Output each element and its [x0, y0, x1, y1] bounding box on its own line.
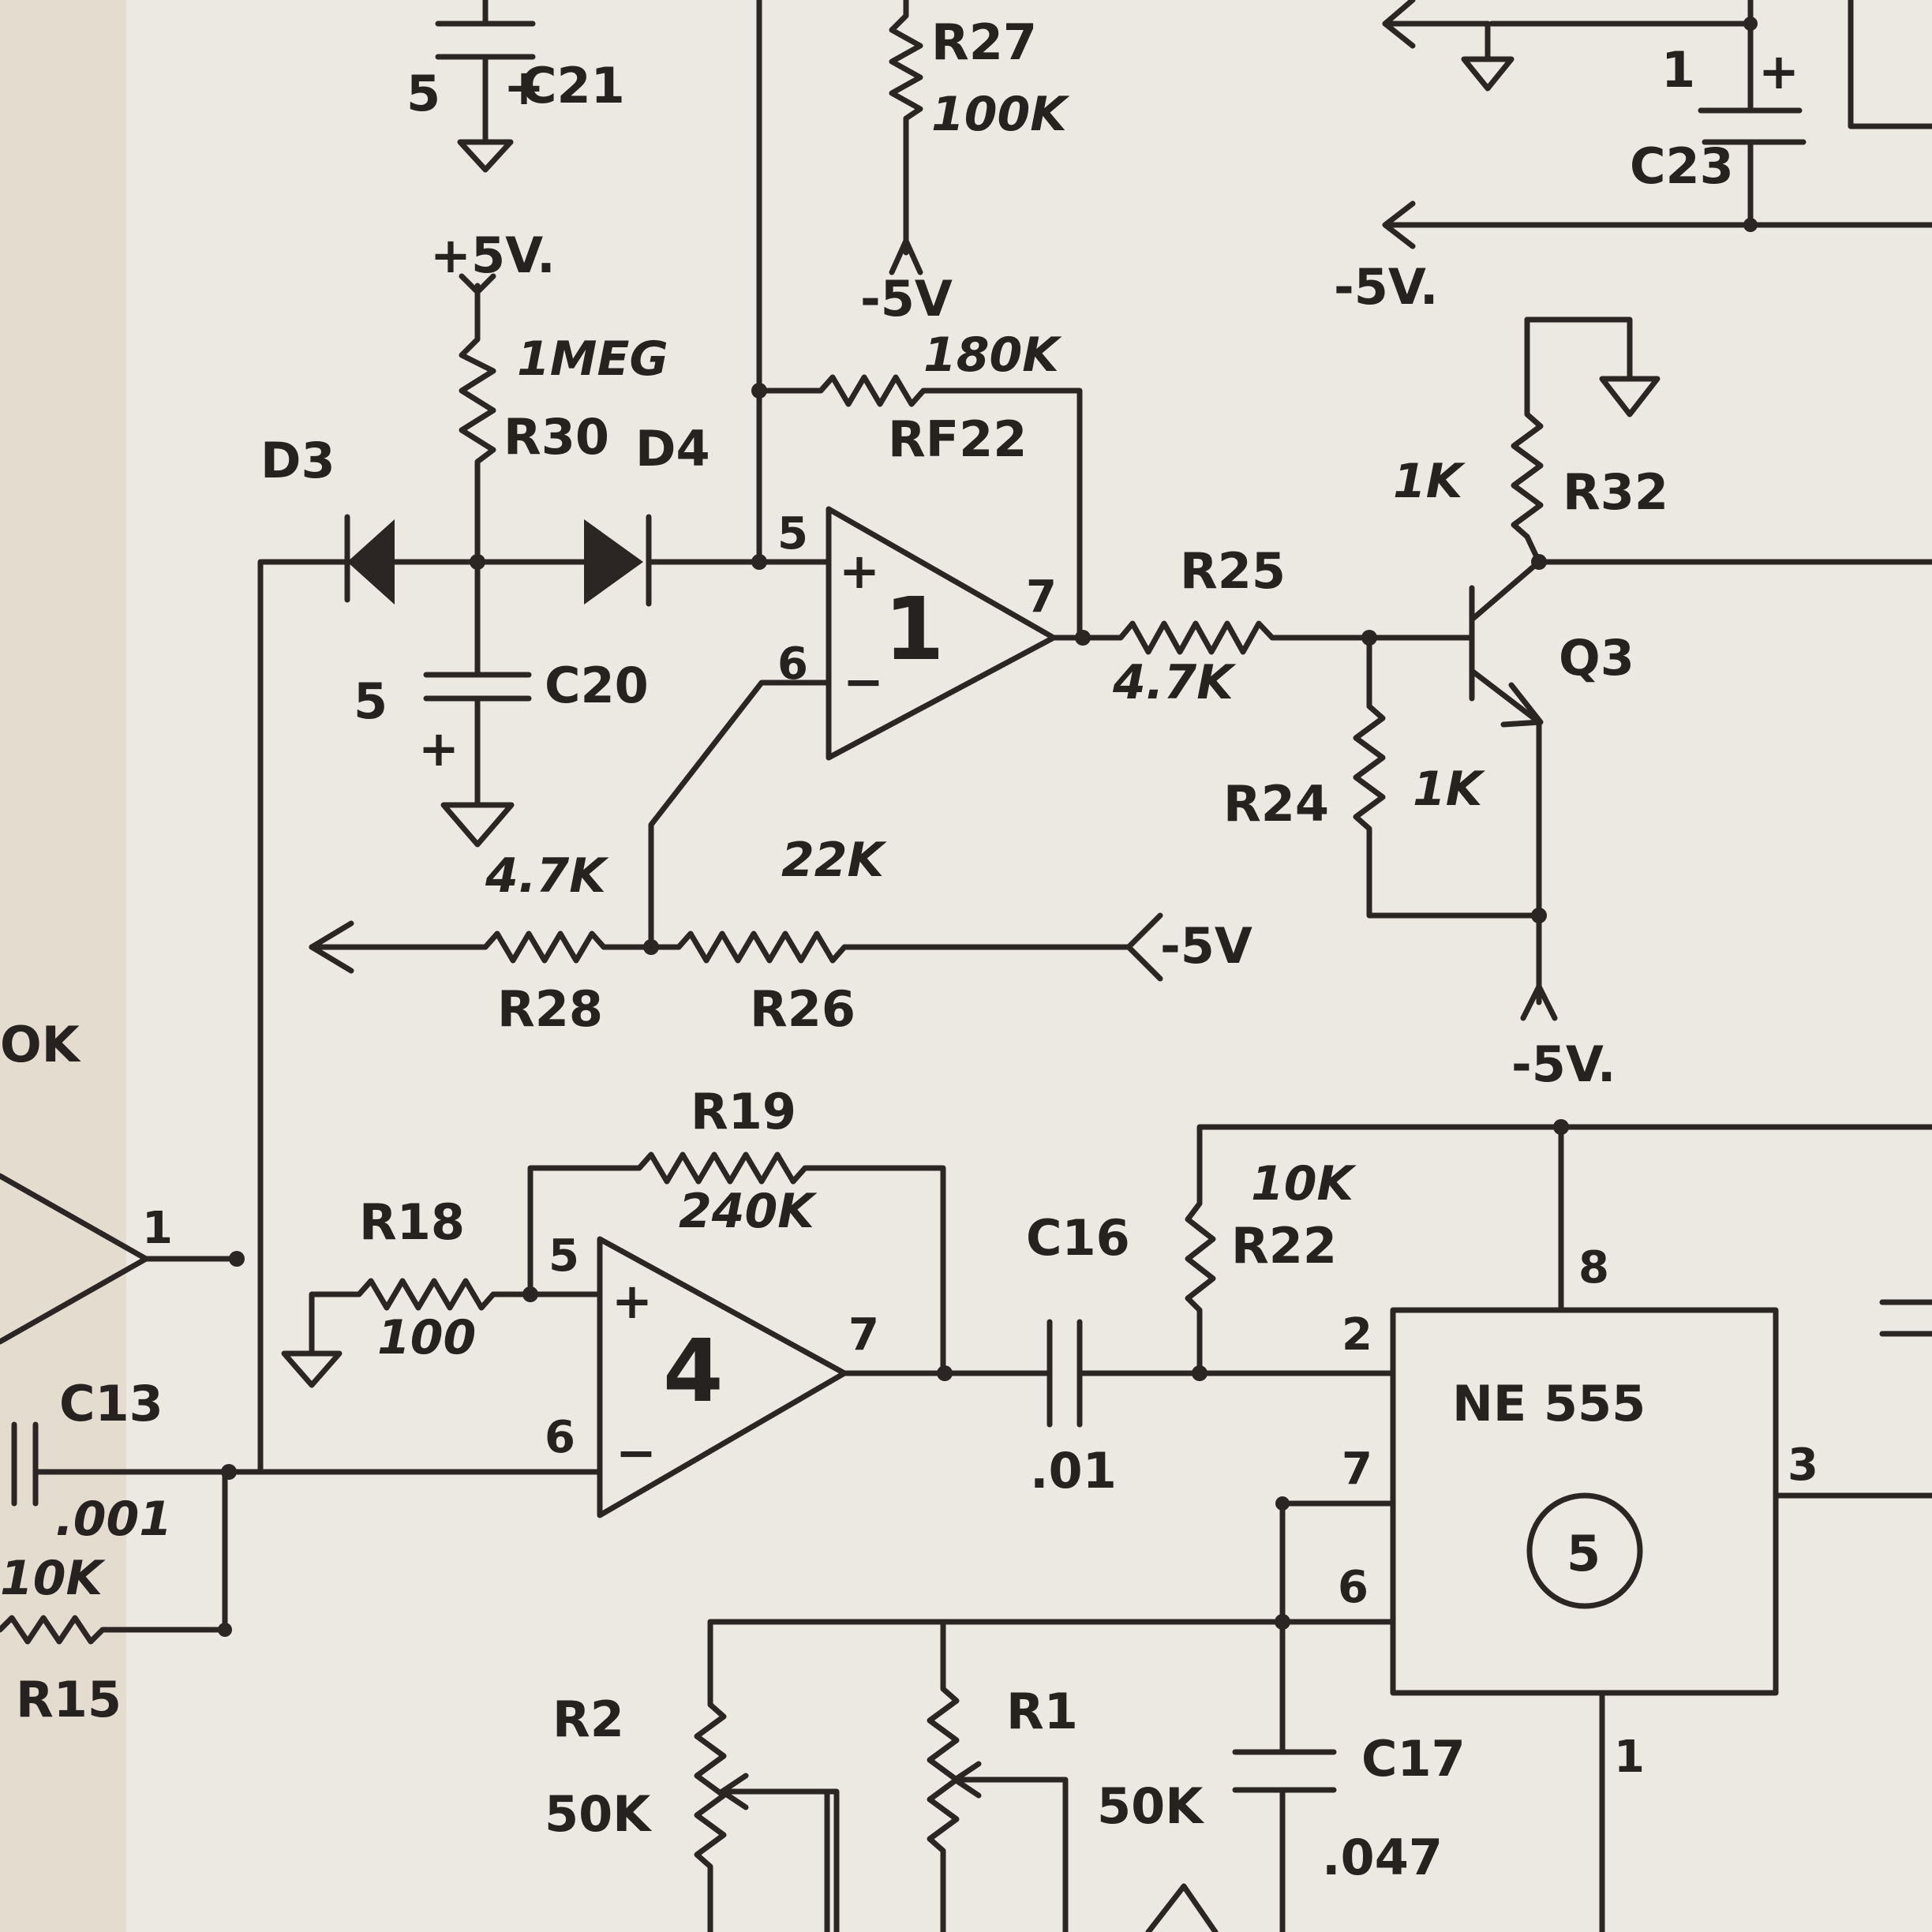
r2-potentiometer: [694, 1619, 840, 1932]
q3-transistor: [1469, 559, 1932, 919]
opamp4-plus: +: [612, 1272, 653, 1330]
opamp1-minus: −: [843, 653, 884, 710]
r22-value: 10K: [1251, 1156, 1357, 1211]
r30-value: 1MEG: [517, 331, 668, 387]
r32-label: R32: [1563, 463, 1668, 521]
c23-label: C23: [1630, 137, 1734, 195]
c21-label: C21: [521, 57, 625, 114]
ne555-pin1: 1: [1614, 1732, 1645, 1783]
c13-r15: [0, 1421, 232, 1645]
c13-label: C13: [59, 1375, 163, 1432]
c13-value: .001: [55, 1492, 172, 1547]
opamp4-pin5: 5: [549, 1230, 579, 1282]
r15-value: 10K: [0, 1551, 106, 1606]
r30-label: R30: [504, 408, 609, 466]
r26-label: R26: [750, 980, 856, 1038]
opamp-left-pin1: 1: [142, 1203, 173, 1254]
r24-resistor: [1353, 635, 1558, 1021]
opamp1-pin7: 7: [1026, 571, 1057, 623]
ne555-pin6: 6: [1338, 1562, 1368, 1613]
opamp1-pin6: 6: [777, 638, 808, 690]
r27-value: 100K: [931, 87, 1070, 142]
r24-label: R24: [1223, 775, 1329, 833]
c17-value: .047: [1322, 1829, 1443, 1886]
r22-resistor: [1185, 1124, 1932, 1376]
r25-label: R25: [1180, 542, 1286, 600]
c21-capacitor: [435, 0, 536, 173]
r19-resistor: [527, 1151, 946, 1376]
ne555-pin7: 7: [1342, 1443, 1372, 1495]
ne555-number: 5: [1567, 1525, 1601, 1582]
paper-fold-edge: [0, 0, 126, 1932]
r18-label: R18: [359, 1193, 465, 1251]
minus5v-label-b: -5V.: [1511, 1035, 1616, 1093]
rf22-resistor: [756, 374, 1083, 641]
c16-capacitor: [1046, 1319, 1396, 1428]
c23-area: [1382, 0, 1932, 249]
d4-label: D4: [635, 420, 710, 477]
c17-label: C17: [1361, 1730, 1466, 1788]
opamp1-plus: +: [839, 542, 880, 600]
r28-value: 4.7K: [485, 848, 609, 904]
r22-label: R22: [1231, 1217, 1337, 1275]
r2-value: 50K: [545, 1785, 652, 1843]
r18-resistor: [281, 1278, 603, 1388]
c23-plus: +: [1758, 43, 1799, 100]
r15-label: R15: [16, 1671, 122, 1728]
r32-value: 1K: [1393, 454, 1466, 509]
opamp1-number: 1: [884, 578, 945, 680]
c20-pin-label: 5: [354, 672, 388, 730]
r25-resistor: [1050, 620, 1475, 655]
r25-value: 4.7K: [1112, 655, 1237, 710]
rf22-value: 180K: [923, 328, 1062, 383]
r1-potentiometer: [927, 1619, 1069, 1932]
r30-resistor: [423, 273, 532, 848]
opamp1-pin5: 5: [777, 508, 808, 560]
r24-value: 1K: [1413, 762, 1486, 817]
r28-label: R28: [497, 980, 603, 1038]
plus5v-label: +5V.: [430, 227, 556, 284]
opamp4-number: 4: [663, 1320, 724, 1421]
c20-label: C20: [545, 657, 649, 714]
c21-pin-label: 5: [406, 65, 440, 122]
ne555-name: NE 555: [1452, 1375, 1646, 1432]
c16-label: C16: [1026, 1209, 1130, 1267]
opamp4-pin6: 6: [545, 1412, 575, 1463]
r19-label: R19: [691, 1083, 796, 1140]
opamp4-minus: −: [616, 1424, 657, 1481]
left-ok-label: OK: [0, 1016, 81, 1073]
c16-value: .01: [1030, 1442, 1117, 1500]
opamp4-pin7: 7: [848, 1309, 879, 1361]
r32-resistor: [1511, 316, 1661, 565]
minus5v-label-a: -5V: [1160, 917, 1252, 975]
d3-label: D3: [260, 432, 335, 489]
ne555-pin3: 3: [1788, 1440, 1818, 1491]
r18-value: 100: [377, 1310, 476, 1365]
ne555-pin8: 8: [1578, 1242, 1609, 1294]
q3-label: Q3: [1559, 629, 1634, 687]
c20-plus: +: [418, 720, 459, 777]
r1-value: 50K: [1097, 1777, 1204, 1835]
rf22-label: RF22: [888, 410, 1027, 468]
r1-label: R1: [1006, 1683, 1078, 1740]
r26-value: 22K: [781, 833, 887, 888]
bottom-arrow: [1145, 1883, 1219, 1932]
r28-r26-resistors: [309, 912, 1163, 982]
ne555-pin2: 2: [1342, 1309, 1372, 1361]
opamp-1: [648, 506, 1057, 950]
minus5v-label-c: -5V.: [1334, 258, 1438, 316]
opamp-left-partial: [0, 1173, 240, 1345]
c21-plus: +: [504, 58, 545, 116]
diode-line: [257, 514, 832, 1475]
r2-label: R2: [552, 1690, 624, 1748]
r19-value: 240K: [679, 1184, 818, 1239]
c23-pin-label: 1: [1661, 41, 1695, 99]
r27-supply-label: -5V: [860, 270, 953, 328]
r27-label: R27: [931, 13, 1037, 71]
r27-resistor: [889, 0, 923, 275]
